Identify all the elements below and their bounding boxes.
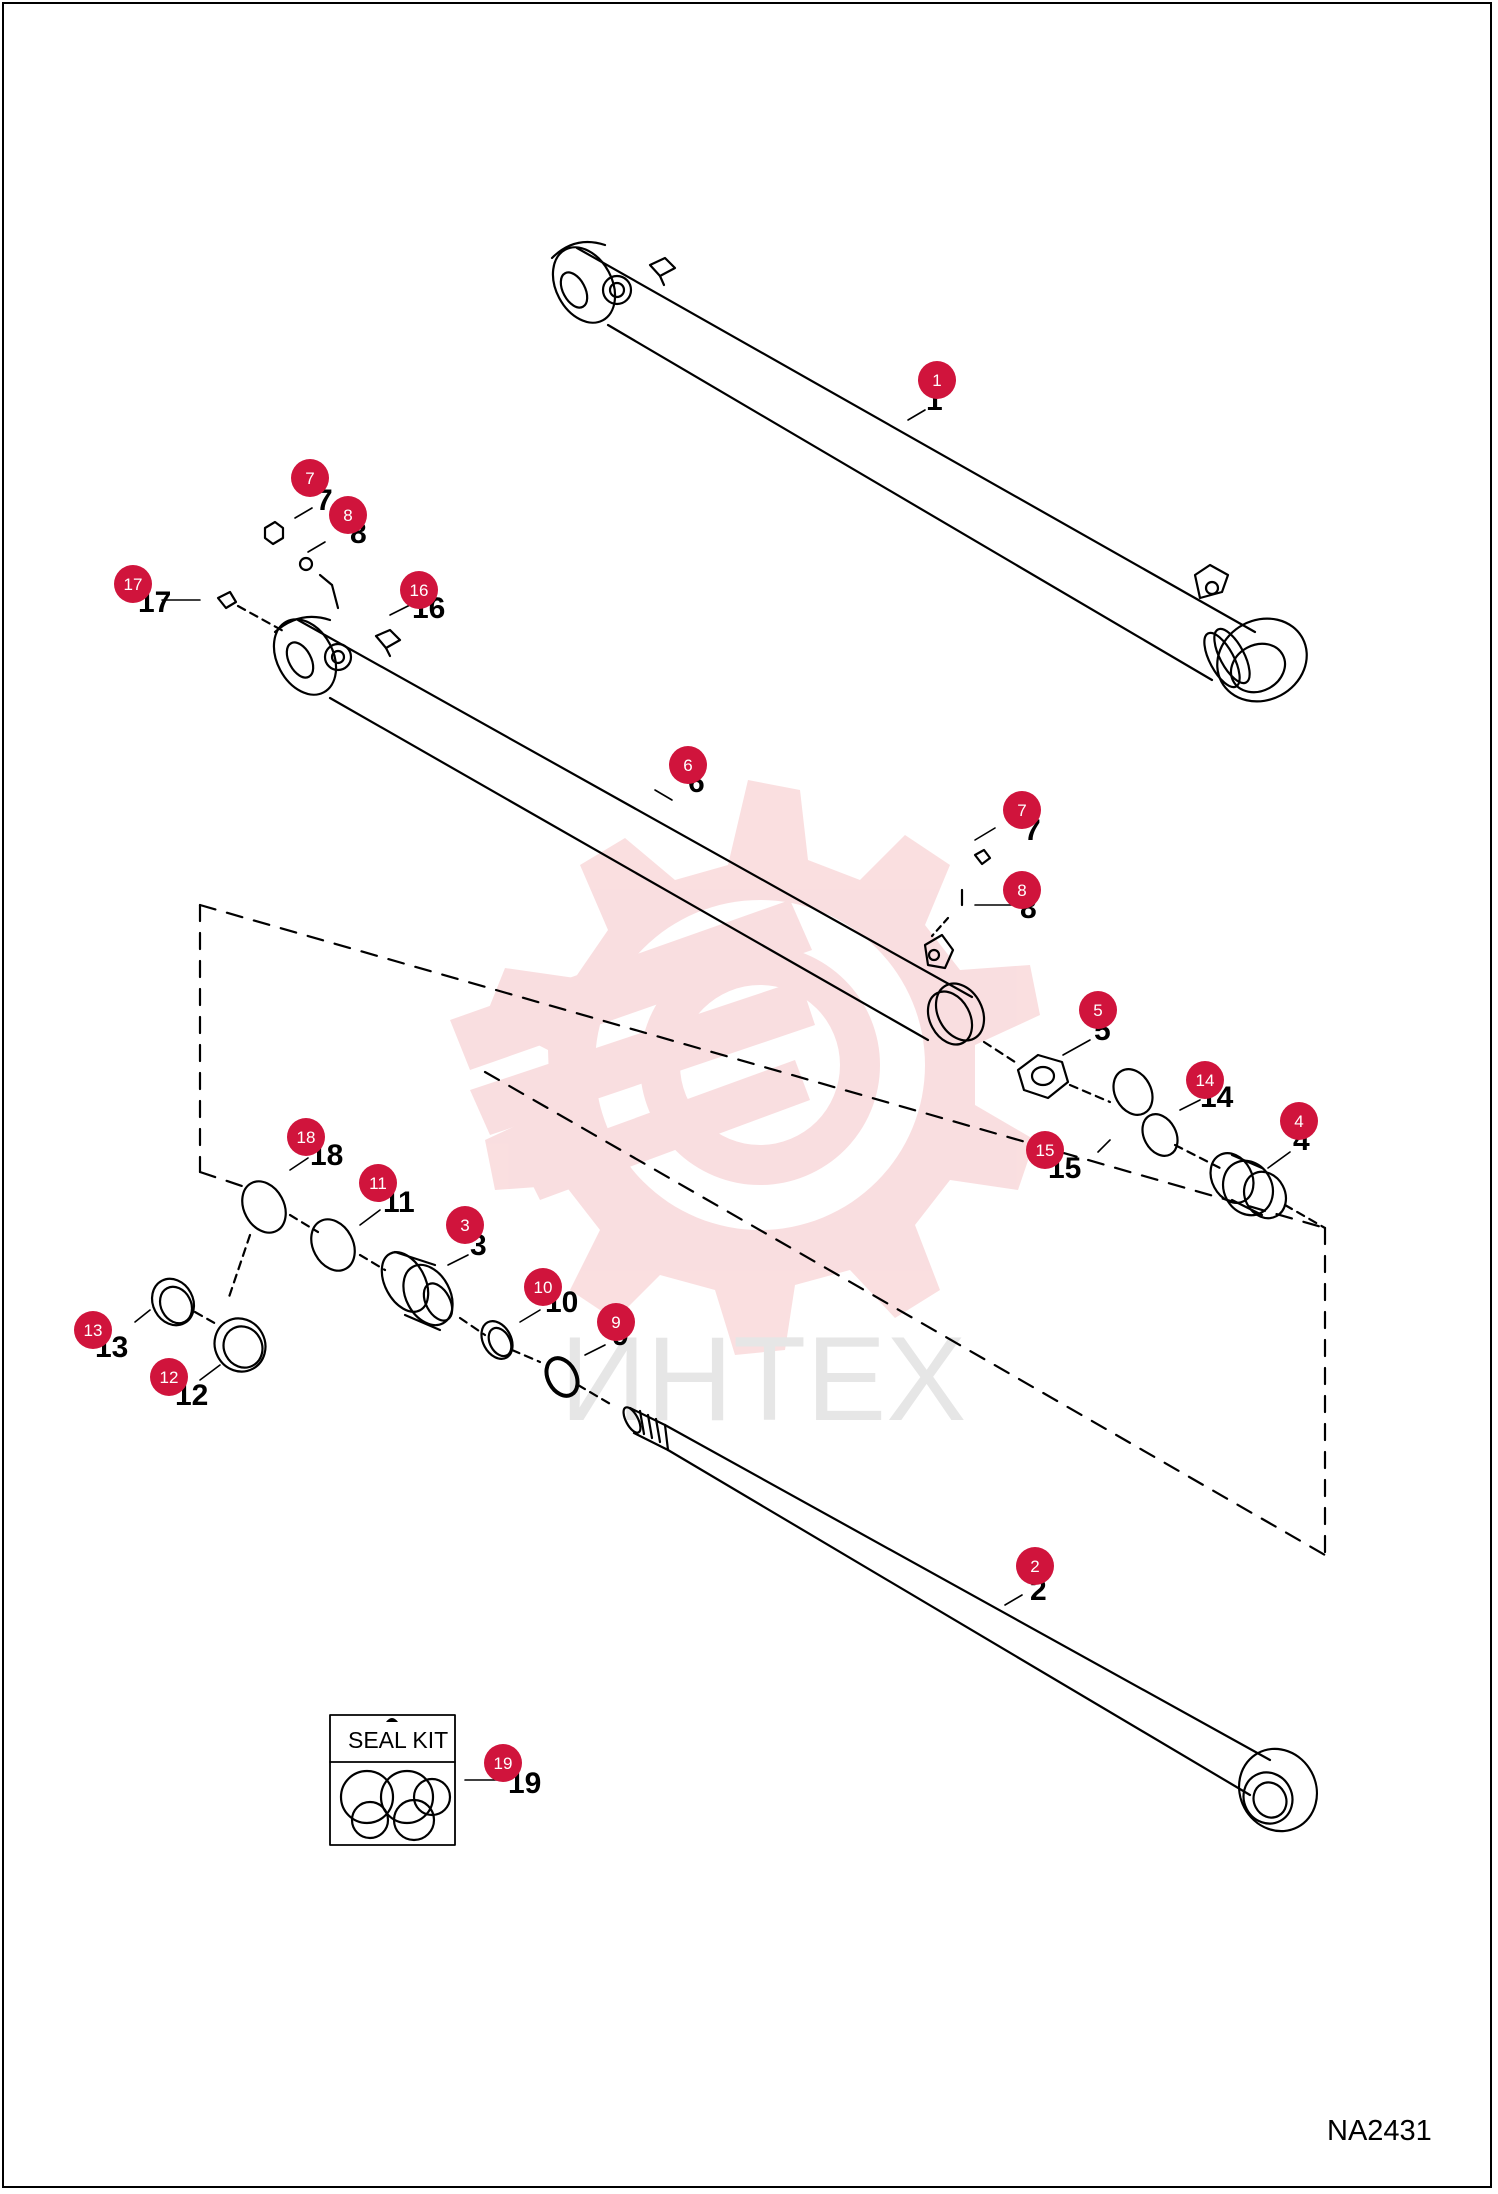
piston-rod [622, 1406, 1319, 1833]
svg-text:7: 7 [305, 469, 314, 488]
svg-text:16: 16 [410, 581, 429, 600]
drawing-number: NA2431 [1327, 2115, 1432, 2147]
callout-8b[interactable]: 8 [1003, 871, 1041, 909]
callout-19[interactable]: 19 [484, 1744, 522, 1782]
callout-14[interactable]: 14 [1186, 1061, 1224, 1099]
callout-1[interactable]: 1 [918, 361, 956, 399]
svg-text:14: 14 [1196, 1071, 1215, 1090]
svg-text:10: 10 [534, 1278, 553, 1297]
assembly-dashed-outline [198, 903, 1327, 1557]
seal-kit-title: SEAL KIT [348, 1727, 448, 1753]
barrel [272, 615, 986, 1046]
barrel-assembly [550, 240, 1308, 703]
wiper-seal [544, 1356, 614, 1407]
callout-10[interactable]: 10 [524, 1268, 562, 1306]
callout-17[interactable]: 17 [114, 565, 152, 603]
svg-text:3: 3 [460, 1216, 469, 1235]
callout-16[interactable]: 16 [400, 571, 438, 609]
callout-8a[interactable]: 8 [329, 496, 367, 534]
svg-text:13: 13 [84, 1321, 103, 1340]
rod-seal [480, 1320, 542, 1364]
o-ring [226, 1180, 320, 1302]
svg-text:19: 19 [494, 1754, 513, 1773]
callout-12[interactable]: 12 [150, 1358, 188, 1396]
callout-5[interactable]: 5 [1079, 991, 1117, 1029]
svg-text:2: 2 [1030, 1557, 1039, 1576]
backup-ring [310, 1218, 387, 1272]
callout-18[interactable]: 18 [287, 1118, 325, 1156]
seal-kit-box [329, 1714, 456, 1846]
callout-15[interactable]: 15 [1026, 1131, 1064, 1169]
svg-text:6: 6 [683, 756, 692, 775]
svg-text:5: 5 [1093, 1001, 1102, 1020]
leader-lines [134, 409, 1291, 1781]
plug-fitting [263, 520, 340, 610]
svg-text:11: 11 [369, 1174, 387, 1193]
callout-7b[interactable]: 7 [1003, 791, 1041, 829]
callout-13[interactable]: 13 [74, 1311, 112, 1349]
callout-6[interactable]: 6 [669, 746, 707, 784]
piston [1209, 1152, 1327, 1230]
svg-text:8: 8 [343, 506, 352, 525]
callout-4[interactable]: 4 [1280, 1102, 1318, 1140]
piston-seals [1068, 1068, 1222, 1170]
svg-text:4: 4 [1294, 1112, 1303, 1131]
callout-7a[interactable]: 7 [291, 459, 329, 497]
gland [380, 1250, 487, 1337]
svg-text:8: 8 [1017, 881, 1026, 900]
seal-kit-hanger [386, 1718, 398, 1722]
watermark-gear-logo [450, 780, 1040, 1355]
callout-3[interactable]: 3 [446, 1206, 484, 1244]
piston-nut [982, 1040, 1070, 1100]
svg-text:15: 15 [1036, 1141, 1055, 1160]
plug-fitting-right [930, 848, 992, 938]
callout-9[interactable]: 9 [597, 1303, 635, 1341]
callout-2[interactable]: 2 [1016, 1547, 1054, 1585]
svg-text:7: 7 [1017, 801, 1026, 820]
svg-text:1: 1 [932, 371, 941, 390]
svg-text:17: 17 [124, 575, 143, 594]
svg-text:18: 18 [297, 1128, 316, 1147]
callout-11[interactable]: 11 [359, 1164, 397, 1202]
callout-markers: 1 2 3 4 5 6 7 7 8 8 9 10 11 12 13 14 15 … [74, 361, 1318, 1782]
svg-text:9: 9 [611, 1313, 620, 1332]
wear-rings [150, 1277, 267, 1373]
svg-text:12: 12 [160, 1368, 179, 1387]
grease-fitting [216, 590, 287, 634]
